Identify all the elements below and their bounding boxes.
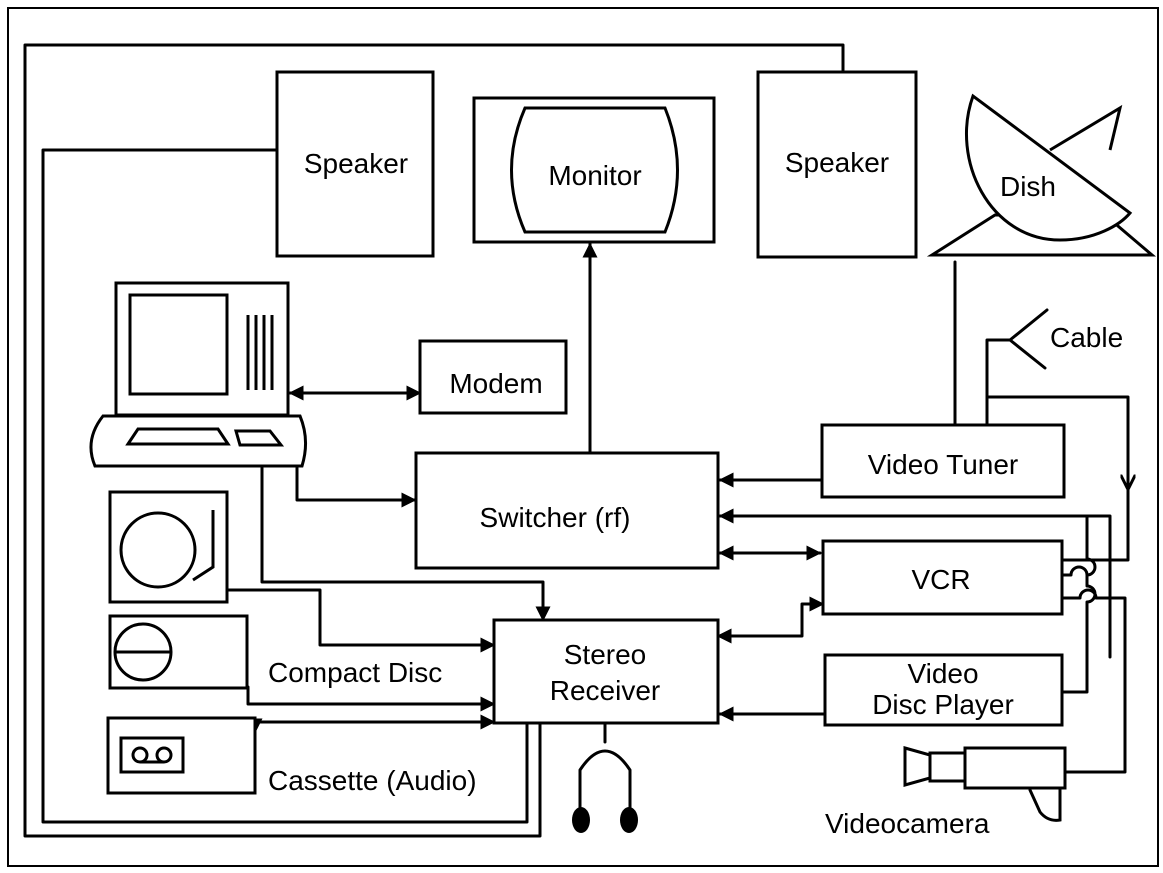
wire-turntable-receiver: [227, 590, 494, 645]
compact-disc-label: Compact Disc: [268, 657, 442, 688]
video-tuner: Video Tuner: [822, 425, 1064, 497]
switcher-rf: Switcher (rf): [416, 453, 718, 568]
wire-cassette-receiver: [255, 722, 494, 732]
wire-cd-receiver: [248, 687, 494, 704]
dish-feed-arm: [1050, 108, 1120, 150]
video-disc-player-label-line1: Video: [907, 658, 978, 689]
modem: Modem: [420, 341, 566, 413]
videocamera: Videocamera: [825, 748, 1065, 839]
wire-computer-switcher: [297, 468, 415, 500]
videocamera-lens-barrel: [930, 753, 965, 781]
speaker-left: Speaker: [277, 72, 433, 256]
wire-vcr-hop: [1062, 567, 1087, 575]
cassette-label: Cassette (Audio): [268, 765, 477, 796]
wire-cable-vcr-feed: [1062, 488, 1128, 560]
monitor: Monitor: [474, 98, 714, 242]
speaker-right: Speaker: [758, 72, 916, 257]
vcr: VCR: [823, 541, 1062, 614]
cable-label: Cable: [1050, 322, 1123, 353]
cassette-deck: Cassette (Audio): [108, 718, 477, 796]
cable-connector-icon: [1010, 310, 1047, 368]
stereo-receiver-label-line2: Receiver: [550, 675, 660, 706]
stereo-receiver: Stereo Receiver: [494, 620, 718, 723]
video-disc-player-label-line2: Disc Player: [872, 689, 1014, 720]
dish-label: Dish: [1000, 171, 1056, 202]
videocamera-lens: [905, 748, 930, 785]
wire-cable-tuner: [987, 340, 1010, 425]
speaker-left-label: Speaker: [304, 148, 408, 179]
turntable: [110, 492, 227, 602]
computer: [91, 283, 306, 466]
videocamera-body: [965, 748, 1065, 788]
wire-vdp-vcr: [1062, 516, 1095, 692]
monitor-label: Monitor: [548, 160, 641, 191]
modem-label: Modem: [449, 368, 542, 399]
cable-input: Cable: [1010, 310, 1123, 368]
videocamera-grip: [1030, 788, 1060, 820]
videocamera-label: Videocamera: [825, 808, 990, 839]
headphones-icon: [572, 751, 638, 833]
video-tuner-label: Video Tuner: [868, 449, 1019, 480]
switcher-label: Switcher (rf): [480, 502, 631, 533]
wire-receiver-vcr: [718, 604, 823, 636]
satellite-dish: Dish: [932, 96, 1152, 255]
computer-keyboard: [91, 416, 306, 466]
video-disc-player: Video Disc Player: [825, 655, 1062, 725]
compact-disc-player: Compact Disc: [110, 616, 442, 688]
wire-camera-vcr: [1062, 590, 1125, 772]
vcr-label: VCR: [911, 564, 970, 595]
speaker-right-label: Speaker: [785, 147, 889, 178]
stereo-receiver-label-line1: Stereo: [564, 639, 647, 670]
